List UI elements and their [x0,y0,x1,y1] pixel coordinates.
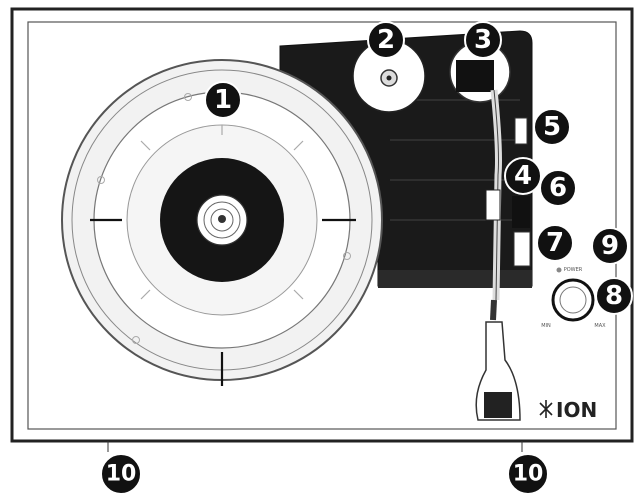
callout-10-left-label: 10 [106,462,137,487]
spindle [218,215,226,223]
callout-9: 9 [591,227,629,265]
callout-6-label: 6 [549,173,567,203]
callout-10-left: 10 [100,453,142,495]
tonearm-lift [456,60,494,92]
plate-lower-edge [378,270,532,288]
knob-right-label: MAX [594,323,606,329]
side-switches [512,117,531,267]
callout-10-right: 10 [507,453,549,495]
callout-4-label: 4 [514,161,532,191]
callout-3: 3 [464,21,502,59]
platter [61,59,383,386]
callout-5-label: 5 [543,112,561,142]
callout-10-right-label: 10 [513,462,544,487]
callout-2-label: 2 [377,25,395,55]
callout-1: 1 [204,81,242,119]
tonearm-clip [485,189,501,221]
feet [107,441,523,452]
brand-logo: ION [539,398,597,422]
knob-top-label: POWER [564,267,583,273]
callout-7-label: 7 [546,228,564,258]
callout-7: 7 [536,224,574,262]
callout-2: 2 [367,21,405,59]
brand-logo-text: ION [556,398,597,422]
callout-1-label: 1 [214,85,232,115]
callout-4: 4 [504,157,542,195]
callout-5: 5 [533,108,571,146]
callout-3-label: 3 [474,25,492,55]
callout-8-label: 8 [605,281,623,311]
knob-left-label: MIN [541,323,551,329]
callout-6: 6 [539,169,577,207]
tonearm [449,41,521,421]
volume-knob: POWER MIN MAX [541,267,606,329]
power-led [556,267,562,273]
callout-8: 8 [595,277,633,315]
callout-9-label: 9 [601,231,619,261]
